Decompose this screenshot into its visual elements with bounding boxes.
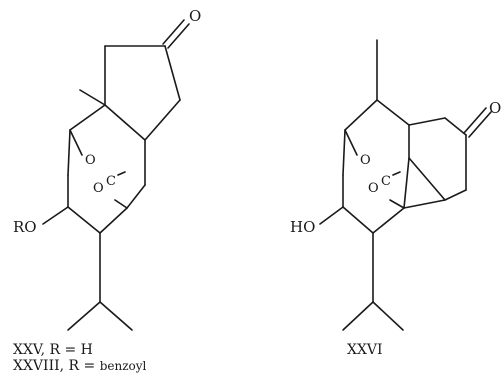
ketone-oxygen-label: O (189, 7, 201, 25)
carbonyl-carbon-label: C (381, 174, 391, 189)
caption-xxvi: XXVI (347, 342, 383, 358)
bond (114, 199, 128, 209)
bond (67, 301, 101, 331)
caption-xxviii-prefix: XXVIII, R = (13, 358, 100, 374)
bond (126, 184, 146, 209)
bond (344, 129, 358, 156)
ring-oxygen-label: O (360, 153, 371, 168)
carbonyl-bond (162, 19, 185, 45)
carbonyl-carbon-label: C (106, 174, 116, 189)
bond (392, 171, 401, 176)
carbonyl-bond (463, 107, 487, 134)
bond (144, 99, 181, 141)
caption-xxviii: XXVIII, R = benzoyl (13, 358, 147, 374)
bond (117, 171, 126, 176)
ring-oxygen-label: O (85, 153, 96, 168)
bond (69, 129, 83, 156)
bond (444, 189, 467, 201)
bond (319, 206, 344, 225)
bond (67, 129, 71, 176)
carbonyl-bond (468, 111, 492, 138)
caption-xxv: XXV, R = H (13, 342, 93, 358)
bond (164, 45, 181, 101)
caption-xxviii-suffix: benzoyl (100, 359, 147, 373)
bond (389, 199, 405, 209)
carbonyl-bond (167, 23, 190, 49)
bond (99, 301, 133, 331)
bond (372, 207, 405, 234)
ring-oxygen-label: O (93, 181, 104, 196)
ro-substituent-label: RO (13, 218, 37, 236)
bond (444, 117, 467, 136)
bond (408, 117, 446, 126)
methyl-bond (79, 89, 106, 106)
bond (372, 301, 404, 331)
bond (342, 206, 374, 234)
bond (342, 129, 346, 176)
bond (67, 206, 101, 234)
structure-xxvi: O O O C HO (290, 39, 501, 331)
bond (403, 157, 410, 209)
bond (408, 157, 446, 201)
bond (99, 207, 128, 234)
bond (42, 206, 69, 225)
bond (69, 104, 106, 131)
ring-oxygen-label: O (368, 181, 379, 196)
bond (344, 99, 378, 131)
bond (342, 301, 374, 331)
ho-substituent-label: HO (290, 218, 315, 236)
bond (104, 104, 146, 141)
bond (376, 99, 410, 126)
structure-xxv: O O O C RO (13, 7, 201, 331)
bond (403, 199, 446, 209)
ketone-oxygen-label: O (489, 99, 501, 117)
